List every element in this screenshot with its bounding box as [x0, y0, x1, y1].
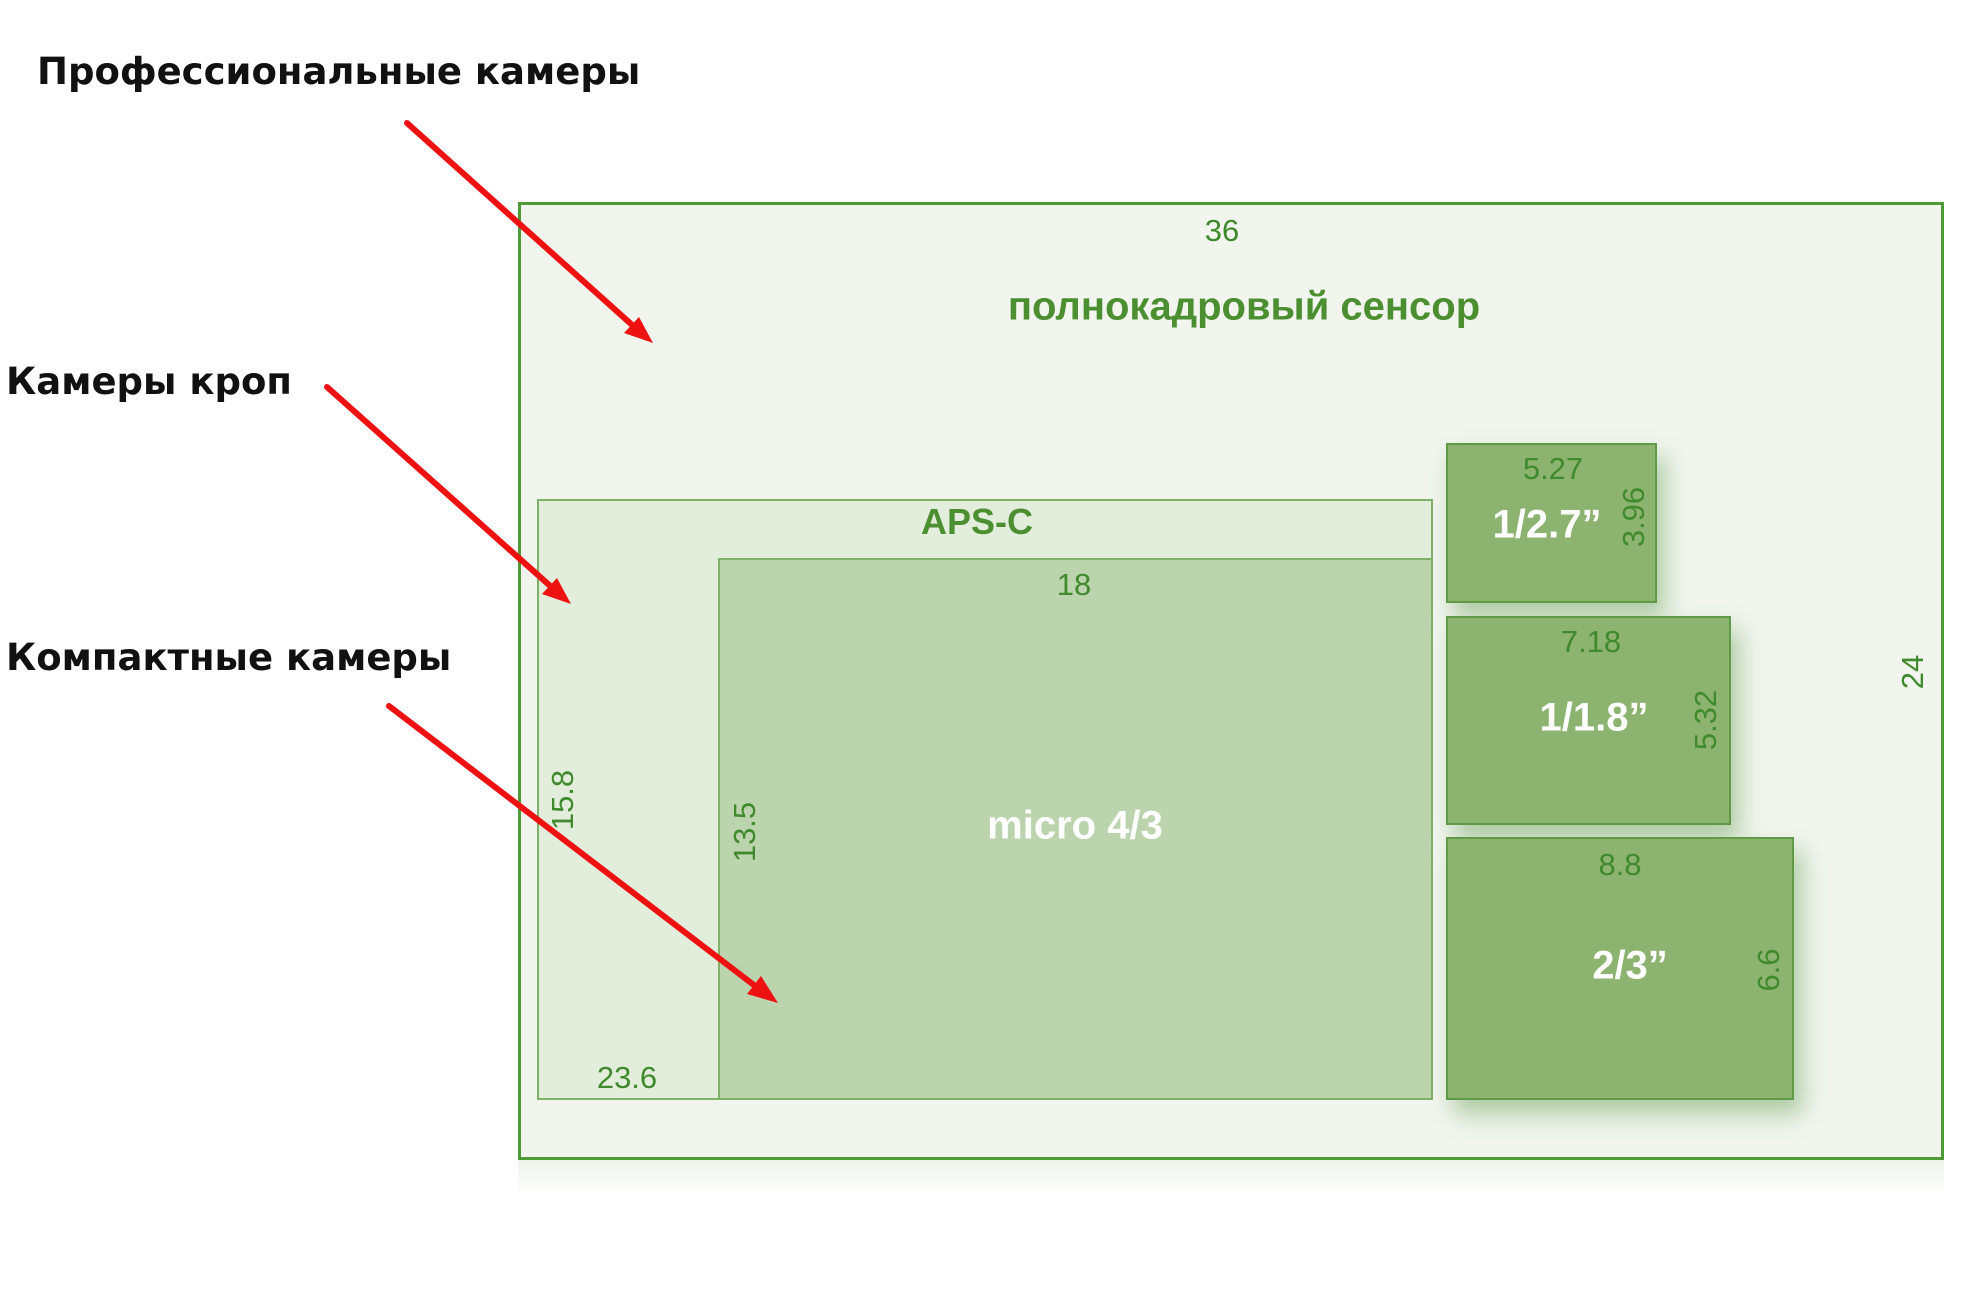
- pro-cameras-label: Профессиональные камеры: [37, 50, 641, 93]
- compact-cameras-label: Компактные камеры: [6, 636, 452, 679]
- s27-width: 5.27: [1522, 451, 1584, 486]
- arrow-compact: [386, 703, 766, 995]
- micro-four-thirds-sensor: [718, 558, 1433, 1100]
- arrow-pro-head: [624, 317, 653, 343]
- arrow-crop-head: [542, 578, 571, 604]
- aps-c-title: APS-C: [920, 501, 1034, 542]
- s23-title: 2/3”: [1592, 943, 1668, 988]
- sensor-1-2-7: [1446, 443, 1657, 603]
- s27-title: 1/2.7”: [1492, 502, 1602, 547]
- full-frame-width: 36: [1204, 213, 1240, 248]
- s23-width: 8.8: [1598, 847, 1642, 882]
- full-frame-title: полнокадровый сенсор: [1007, 284, 1481, 329]
- m43-width: 18: [1056, 567, 1092, 602]
- s18-title: 1/1.8”: [1539, 695, 1649, 740]
- arrow-crop: [324, 384, 560, 595]
- m43-title: micro 4/3: [987, 803, 1163, 848]
- arrow-compact-head: [747, 976, 778, 1003]
- s18-width: 7.18: [1560, 624, 1622, 659]
- full-frame-shadow: [518, 1158, 1944, 1198]
- sensor-1-1-8: [1446, 616, 1731, 825]
- sensor-2-3: [1446, 837, 1794, 1100]
- crop-cameras-label: Камеры кроп: [6, 360, 292, 403]
- arrow-pro: [404, 120, 643, 335]
- aps-c-width: 23.6: [596, 1060, 658, 1095]
